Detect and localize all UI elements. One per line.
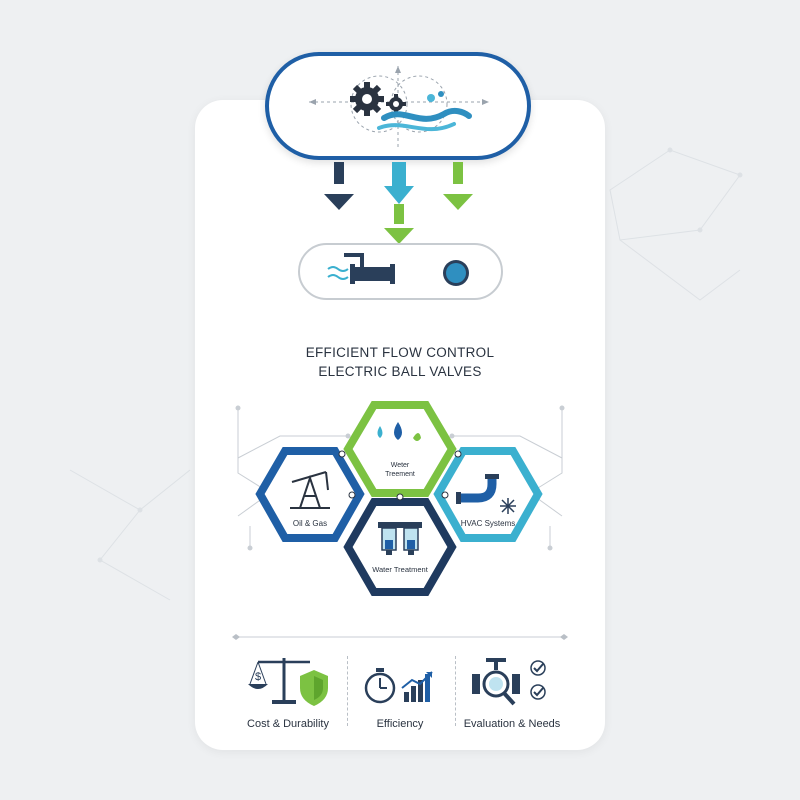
section-divider	[232, 634, 568, 640]
valve-pill	[298, 243, 503, 300]
hex-hvac: HVAC Systems	[433, 447, 543, 542]
benefit-efficiency: Efficiency	[340, 654, 460, 730]
water-drops-icon	[377, 422, 421, 441]
arrow-green-right-icon	[443, 162, 473, 210]
benefit-cost-durability: $ Cost & Durability	[228, 654, 348, 730]
ball-valve-icon	[327, 253, 469, 286]
label-oil-gas: Oil & Gas	[293, 519, 327, 528]
stopwatch-chart-icon	[364, 668, 433, 704]
pipe-snowflake-icon	[456, 474, 516, 514]
arrow-green-center-icon	[384, 204, 414, 244]
svg-text:$: $	[255, 671, 261, 683]
applications-hex-cluster: Oil & Gas Weter Treement HVAC Systems	[235, 401, 565, 596]
label-evaluation-needs: Evaluation & Needs	[463, 718, 561, 730]
filter-cartridge-icon	[378, 522, 422, 555]
flow-gear-badge	[265, 52, 531, 160]
hex-water-treatment: Water Treatment	[343, 498, 457, 596]
hex-oil-gas: Oil & Gas	[255, 447, 365, 542]
label-water-top-2: Treement	[385, 471, 415, 478]
divider-2	[455, 656, 456, 726]
label-hvac: HVAC Systems	[461, 519, 516, 528]
arrow-navy-icon	[324, 162, 354, 210]
scale-shield-icon: $	[248, 658, 328, 706]
title-line-1: EFFICIENT FLOW CONTROL	[305, 345, 495, 360]
flow-arrows	[324, 162, 473, 244]
hex-water-top: Weter Treement	[343, 401, 457, 497]
benefit-evaluation-needs: Evaluation & Needs	[452, 654, 572, 730]
label-efficiency: Efficiency	[376, 718, 424, 730]
title-line-2: ELECTRIC BALL VALVES	[318, 364, 482, 379]
label-water-top-1: Weter	[391, 462, 410, 469]
oil-pump-icon	[290, 471, 330, 509]
label-cost-durability: Cost & Durability	[247, 718, 329, 730]
divider-1	[347, 656, 348, 726]
gear-wave-icon	[309, 66, 489, 148]
label-water-treatment: Water Treatment	[372, 565, 428, 574]
valve-magnifier-checklist-icon	[472, 658, 546, 706]
arrow-cyan-icon	[384, 162, 414, 204]
